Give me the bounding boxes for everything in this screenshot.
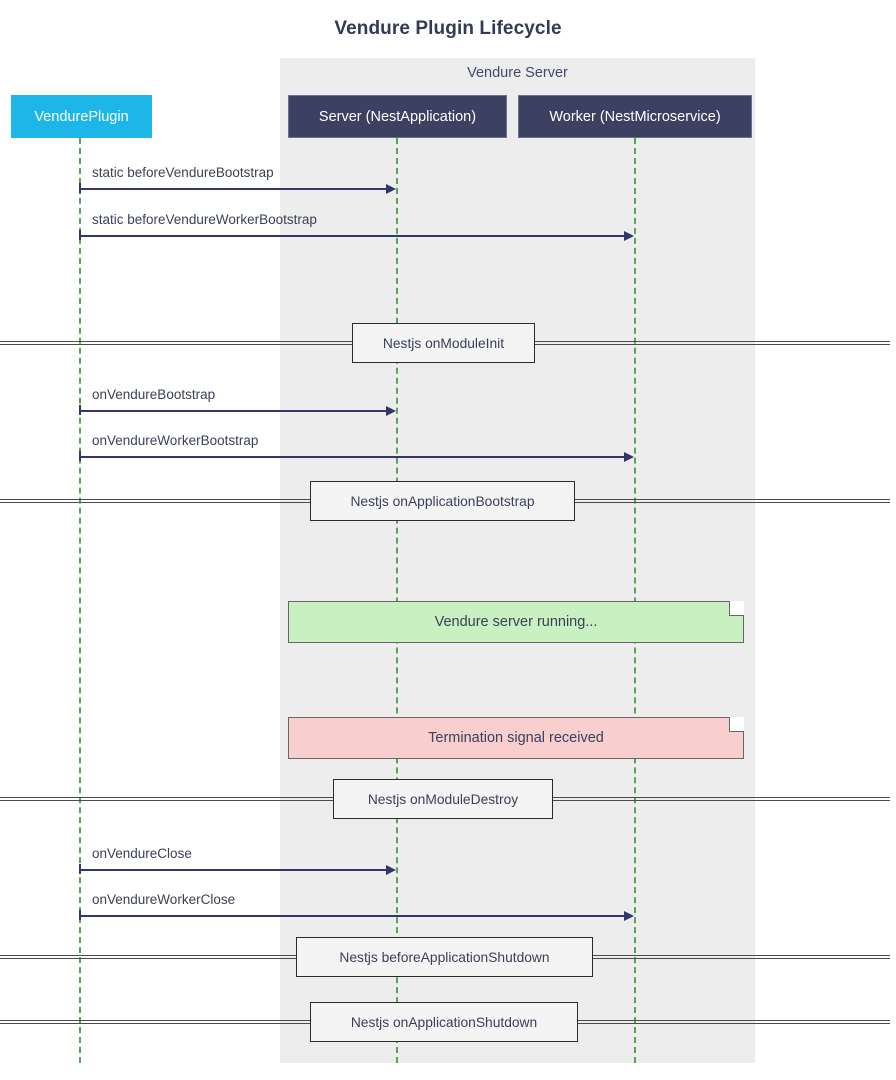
lifeline-worker bbox=[634, 138, 636, 1063]
message-line-1 bbox=[79, 235, 625, 237]
note-label-0: Vendure server running... bbox=[434, 614, 598, 630]
divider-label-1: Nestjs onApplicationBootstrap bbox=[350, 493, 535, 509]
participant-worker[interactable]: Worker (NestMicroservice) bbox=[518, 95, 752, 138]
note-termination-signal-received: Termination signal received bbox=[288, 717, 744, 759]
message-label-0: static beforeVendureBootstrap bbox=[92, 165, 274, 180]
diagram-title: Vendure Plugin Lifecycle bbox=[334, 18, 562, 39]
divider-nestjs-onapplicationbootstrap: Nestjs onApplicationBootstrap bbox=[310, 481, 575, 521]
message-arrowhead-4 bbox=[386, 865, 396, 875]
message-arrowhead-5 bbox=[624, 911, 634, 921]
message-line-0 bbox=[79, 188, 387, 190]
message-label-5: onVendureWorkerClose bbox=[92, 892, 236, 907]
participant-vendureplugin[interactable]: VendurePlugin bbox=[11, 95, 152, 138]
participant-server-label: Server (NestApplication) bbox=[318, 108, 477, 125]
note-fold-corner-icon bbox=[729, 717, 744, 732]
message-label-2: onVendureBootstrap bbox=[92, 387, 216, 402]
message-line-5 bbox=[79, 915, 625, 917]
message-line-4 bbox=[79, 869, 387, 871]
message-label-1: static beforeVendureWorkerBootstrap bbox=[92, 212, 317, 227]
divider-nestjs-onmoduleinit: Nestjs onModuleInit bbox=[352, 323, 535, 363]
lifeline-server bbox=[396, 138, 398, 1063]
note-vendure-server-running: Vendure server running... bbox=[288, 601, 744, 643]
message-arrowhead-0 bbox=[386, 184, 396, 194]
message-arrowhead-1 bbox=[624, 231, 634, 241]
message-line-3 bbox=[79, 456, 625, 458]
note-fold-corner-icon bbox=[729, 601, 744, 616]
divider-nestjs-onmoduledestroy: Nestjs onModuleDestroy bbox=[333, 779, 553, 819]
divider-nestjs-onapplicationshutdown: Nestjs onApplicationShutdown bbox=[310, 1002, 578, 1042]
divider-label-2: Nestjs onModuleDestroy bbox=[367, 791, 519, 807]
divider-label-4: Nestjs onApplicationShutdown bbox=[350, 1014, 538, 1030]
message-line-2 bbox=[79, 410, 387, 412]
message-label-4: onVendureClose bbox=[92, 846, 192, 861]
participant-server[interactable]: Server (NestApplication) bbox=[288, 95, 507, 138]
message-label-3: onVendureWorkerBootstrap bbox=[92, 433, 259, 448]
participant-vendureplugin-label: VendurePlugin bbox=[34, 108, 129, 125]
divider-nestjs-beforeapplicationshutdown: Nestjs beforeApplicationShutdown bbox=[296, 937, 593, 977]
divider-label-3: Nestjs beforeApplicationShutdown bbox=[339, 949, 550, 965]
message-arrowhead-3 bbox=[624, 452, 634, 462]
note-label-1: Termination signal received bbox=[428, 730, 604, 746]
lifeline-plugin bbox=[79, 138, 81, 1063]
divider-label-0: Nestjs onModuleInit bbox=[382, 335, 505, 351]
group-vendure-server-label: Vendure Server bbox=[467, 65, 568, 81]
participant-worker-label: Worker (NestMicroservice) bbox=[549, 108, 721, 125]
group-vendure-server bbox=[280, 58, 755, 1063]
message-arrowhead-2 bbox=[386, 406, 396, 416]
